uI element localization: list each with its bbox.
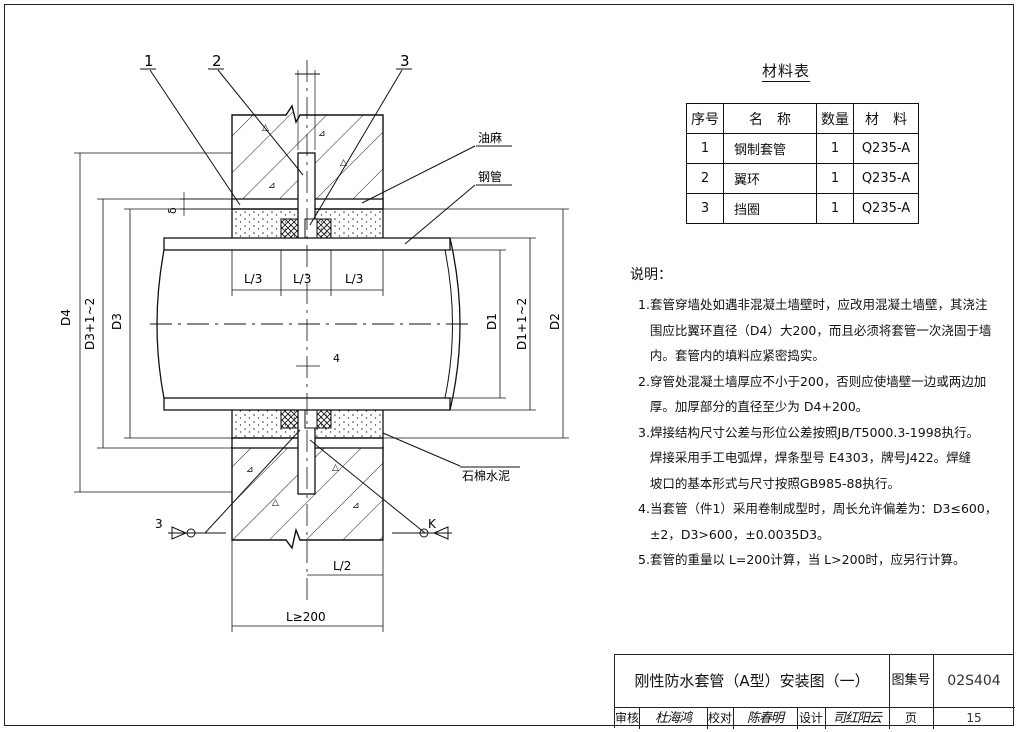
note-item: 内。套管内的填料应紧密捣实。 <box>638 343 1008 369</box>
note-item: 5.套管的重量以 L=200计算，当 L>200时，应另行计算。 <box>638 547 1008 573</box>
dim-l3-c: L/3 <box>345 272 363 286</box>
cell-name: 钢制套管 <box>723 133 817 164</box>
review-label: 审核 <box>615 708 640 729</box>
label-oakum: 油麻 <box>478 130 502 145</box>
svg-text:⊿: ⊿ <box>246 465 254 475</box>
casing-lower <box>231 407 384 495</box>
materials-header-row: 序号 名 称 数量 材 料 <box>686 103 919 134</box>
svg-text:△: △ <box>332 463 339 473</box>
note-number: 5. <box>638 552 650 567</box>
note-item: 1.套管穿墙处如遇非混凝土墙壁时，应改用混凝土墙壁，其浇注 <box>638 292 1008 318</box>
note-number: 1. <box>638 297 650 312</box>
note-item: 围应比翼环直径（D4）大200，而且必须将套管一次浇固于墙 <box>638 318 1008 344</box>
design-label: 设计 <box>797 708 826 729</box>
cell-seq: 2 <box>686 163 724 194</box>
svg-text:△: △ <box>272 498 279 508</box>
note-item: 厚。加厚部分的直径至少为 D4+200。 <box>638 394 1008 420</box>
svg-text:△: △ <box>340 158 347 168</box>
dim-d2: D2 <box>548 313 562 330</box>
cell-seq: 1 <box>686 133 724 164</box>
check-label: 校对 <box>707 708 734 729</box>
signature-row: 审核 杜海鸿 校对 陈春明 设计 司红阳云 页 15 <box>615 707 1015 729</box>
note-line: ±2，D3>600，±0.0035D3。 <box>649 526 830 542</box>
steel-pipe <box>150 237 470 411</box>
col-material: 材 料 <box>853 103 919 134</box>
table-row: 1 钢制套管 1 Q235-A <box>686 133 919 164</box>
note-line: 穿管处混凝土墙厚应不小于200，否则应使墙壁一边或两边加 <box>649 373 987 389</box>
note-line: 焊接采用手工电弧焊，焊条型号 E4303，牌号J422。焊缝 <box>649 450 972 465</box>
review-signature: 杜海鸿 <box>639 708 708 729</box>
cell-material: Q235-A <box>853 193 919 224</box>
check-signature: 陈春明 <box>733 708 798 729</box>
note-item: 焊接采用手工电弧焊，焊条型号 E4303，牌号J422。焊缝 <box>638 445 1008 471</box>
note-item: 坡口的基本形式与尺寸按照GB985-88执行。 <box>638 471 1008 497</box>
dim-d3-plus: D3+1~2 <box>83 298 97 350</box>
svg-text:⊿: ⊿ <box>268 181 276 191</box>
note-number: 2. <box>638 373 650 389</box>
label-steel-pipe: 钢管 <box>478 169 502 184</box>
cell-material: Q235-A <box>853 133 919 164</box>
cell-name: 挡圈 <box>723 193 817 224</box>
label-asbestos-cement: 石棉水泥 <box>462 469 510 483</box>
materials-table-title: 材料表 <box>762 62 811 82</box>
note-line: 围应比翼环直径（D4）大200，而且必须将套管一次浇固于墙 <box>649 322 992 338</box>
drawing-sheet-border <box>4 4 1014 726</box>
note-line: 套管穿墙处如遇非混凝土墙壁时，应改用混凝土墙壁，其浇注 <box>649 297 988 312</box>
cell-material: Q235-A <box>853 163 919 194</box>
note-line: 焊接结构尺寸公差与形位公差按照JB/T5000.3-1998执行。 <box>649 424 980 440</box>
dim-l-min: L≥200 <box>286 610 326 624</box>
dim-d4: D4 <box>59 309 73 326</box>
part-1-label: 1 <box>144 52 154 70</box>
section-mark-left: 3 <box>155 517 163 531</box>
dim-d3: D3 <box>110 313 124 330</box>
part-3-label: 3 <box>400 52 410 70</box>
dim-l3-a: L/3 <box>244 272 262 286</box>
part-2-label: 2 <box>212 52 222 70</box>
note-line: 套管的重量以 L=200计算，当 L>200时，应另行计算。 <box>649 552 966 567</box>
drawing-title: 刚性防水套管（A型）安装图（一） <box>615 655 890 707</box>
materials-table: 序号 名 称 数量 材 料 1 钢制套管 1 Q235-A 2 翼环 1 Q23… <box>686 103 919 224</box>
notes-list: 1.套管穿墙处如遇非混凝土墙壁时，应改用混凝土墙壁，其浇注 围应比翼环直径（D4… <box>638 292 1008 573</box>
cell-qty: 1 <box>816 163 854 194</box>
note-line: 厚。加厚部分的直径至少为 D4+200。 <box>649 399 869 414</box>
note-item: 4.当套管（件1）采用卷制成型时，周长允许偏差为：D3≤600， <box>638 496 1008 522</box>
note-item: 3.焊接结构尺寸公差与形位公差按照JB/T5000.3-1998执行。 <box>638 420 1008 446</box>
wall-lower: △ ⊿ △ ⊿ <box>231 446 384 550</box>
svg-text:⊿: ⊿ <box>318 129 326 139</box>
casing-upper <box>231 152 384 240</box>
dim-four: 4 <box>333 352 340 365</box>
atlas-number: 02S404 <box>947 673 1001 689</box>
dim-l2: L/2 <box>333 559 351 573</box>
note-item: 2.穿管处混凝土墙厚应不小于200，否则应使墙壁一边或两边加 <box>638 369 1008 395</box>
title-block: 刚性防水套管（A型）安装图（一） 图集号 02S404 审核 杜海鸿 校对 陈春… <box>614 654 1015 729</box>
dim-l3-b: L/3 <box>293 272 311 286</box>
section-mark-right: K <box>428 517 437 531</box>
cell-seq: 3 <box>686 193 724 224</box>
col-seq: 序号 <box>686 103 724 134</box>
note-number: 4. <box>638 501 650 516</box>
notes-title: 说明： <box>630 267 672 283</box>
note-item: ±2，D3>600，±0.0035D3。 <box>638 522 1008 548</box>
col-qty: 数量 <box>816 103 854 134</box>
cell-name: 翼环 <box>723 163 817 194</box>
page-label: 页 <box>889 708 934 729</box>
dim-d1: D1 <box>485 313 499 330</box>
cell-qty: 1 <box>816 193 854 224</box>
table-row: 2 翼环 1 Q235-A <box>686 163 919 194</box>
page-number: 15 <box>966 711 982 725</box>
note-line: 坡口的基本形式与尺寸按照GB985-88执行。 <box>649 475 900 491</box>
note-line: 内。套管内的填料应紧密捣实。 <box>649 348 825 363</box>
note-number: 3. <box>638 424 650 440</box>
col-name: 名 称 <box>723 103 817 134</box>
table-row: 3 挡圈 1 Q235-A <box>686 193 919 224</box>
note-line: 当套管（件1）采用卷制成型时，周长允许偏差为：D3≤600， <box>649 501 998 516</box>
dim-d1-plus: D1+1~2 <box>515 298 529 350</box>
design-signature: 司红阳云 <box>825 708 890 729</box>
cell-qty: 1 <box>816 133 854 164</box>
atlas-number-label: 图集号 <box>889 655 934 707</box>
part-leaders <box>149 69 476 534</box>
dim-delta: δ <box>166 207 179 214</box>
svg-text:⊿: ⊿ <box>352 501 360 511</box>
